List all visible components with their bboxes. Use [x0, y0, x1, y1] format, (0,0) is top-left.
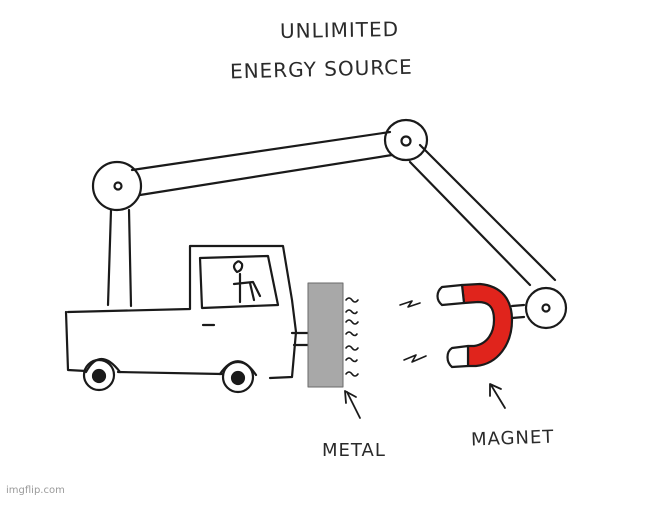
- wheel-rear: [223, 362, 253, 392]
- title-line-1: UNLIMITED: [279, 16, 400, 44]
- metal-block: [308, 283, 343, 387]
- bumper: [292, 333, 308, 345]
- truck-cab-window: [200, 256, 278, 308]
- joint-right: [526, 288, 566, 328]
- crane-boom-lower: [410, 145, 555, 285]
- metal-arrow: [345, 391, 360, 418]
- truck-bed: [66, 246, 296, 378]
- truck: [66, 246, 308, 378]
- metal-label: METAL: [322, 440, 386, 461]
- watermark: imgflip.com: [6, 485, 65, 496]
- magnet-label: MAGNET: [470, 426, 555, 451]
- magnet-red-body: [462, 284, 512, 366]
- crane-arm: [108, 132, 555, 318]
- magnet-tip-bottom: [448, 346, 469, 367]
- truck-bed-bottom: [118, 372, 222, 374]
- wheel-arch-front: [86, 359, 120, 372]
- joint-top: [385, 120, 427, 160]
- crane-boom-upper: [132, 132, 392, 195]
- crane-post: [108, 210, 131, 306]
- attraction-lines: [346, 298, 426, 376]
- horseshoe-magnet: [438, 284, 513, 367]
- magnet-arrow: [490, 384, 505, 408]
- wheel-front: [84, 360, 114, 390]
- magnet-rod: [512, 305, 524, 318]
- magnet-tip-top: [438, 285, 465, 305]
- title-line-2: ENERGY SOURCE: [229, 54, 414, 84]
- joint-left: [93, 162, 141, 210]
- driver-figure: [234, 261, 260, 302]
